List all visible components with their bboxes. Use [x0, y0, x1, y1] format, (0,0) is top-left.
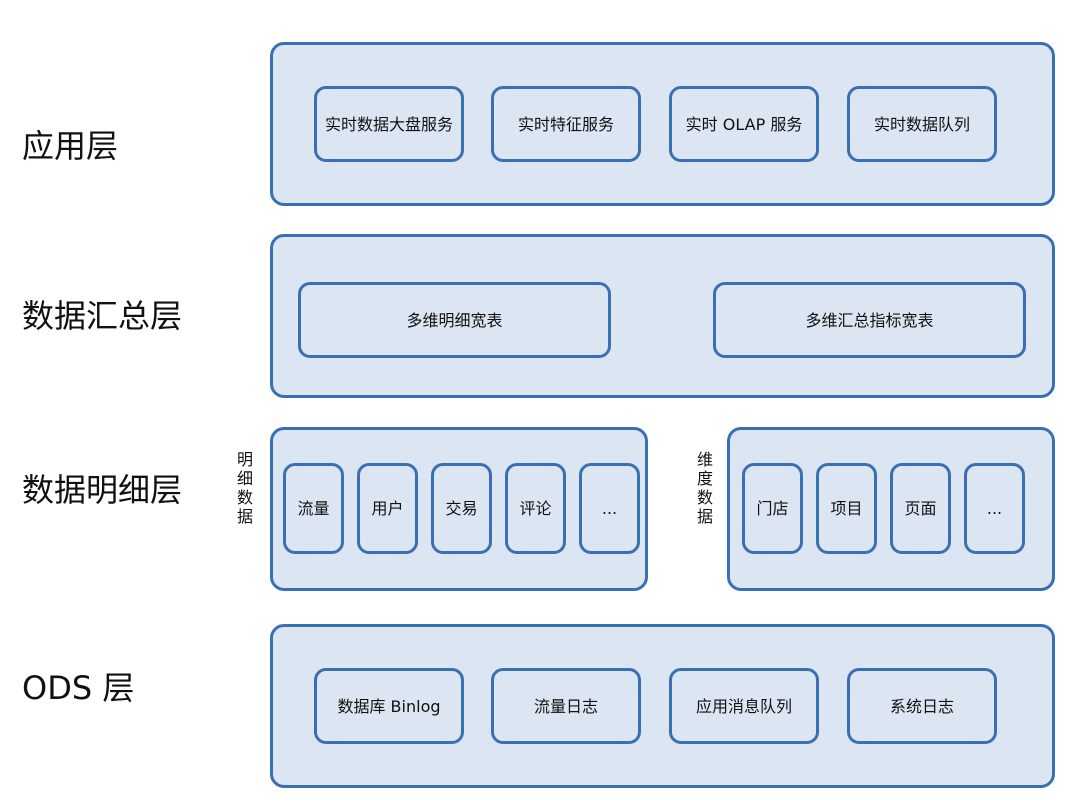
- app-box-data-queue: 实时数据队列: [847, 86, 997, 162]
- app-box-feature-service: 实时特征服务: [491, 86, 641, 162]
- dimension-data-label: 维度数据: [696, 450, 713, 526]
- layer-label-app: 应用层: [22, 127, 119, 165]
- layer-label-detail: 数据明细层: [22, 471, 183, 509]
- ods-box-message-queue: 应用消息队列: [669, 668, 819, 744]
- ods-box-system-log: 系统日志: [847, 668, 997, 744]
- app-box-olap-service: 实时 OLAP 服务: [669, 86, 819, 162]
- dimension-box-item: 项目: [816, 463, 877, 554]
- dimension-box-page: 页面: [890, 463, 951, 554]
- ods-box-traffic-log: 流量日志: [491, 668, 641, 744]
- summary-box-detail-wide-table: 多维明细宽表: [298, 282, 611, 358]
- detail-box-more: ...: [579, 463, 640, 554]
- layer-label-summary: 数据汇总层: [22, 297, 183, 335]
- app-box-dashboard-service: 实时数据大盘服务: [314, 86, 464, 162]
- layer-label-ods: ODS 层: [22, 669, 135, 707]
- summary-box-metric-wide-table: 多维汇总指标宽表: [713, 282, 1026, 358]
- dimension-box-more: ...: [964, 463, 1025, 554]
- detail-box-traffic: 流量: [283, 463, 344, 554]
- detail-box-user: 用户: [357, 463, 418, 554]
- ods-box-binlog: 数据库 Binlog: [314, 668, 464, 744]
- dimension-box-store: 门店: [742, 463, 803, 554]
- detail-data-label: 明细数据: [236, 450, 253, 526]
- detail-box-transaction: 交易: [431, 463, 492, 554]
- detail-box-review: 评论: [505, 463, 566, 554]
